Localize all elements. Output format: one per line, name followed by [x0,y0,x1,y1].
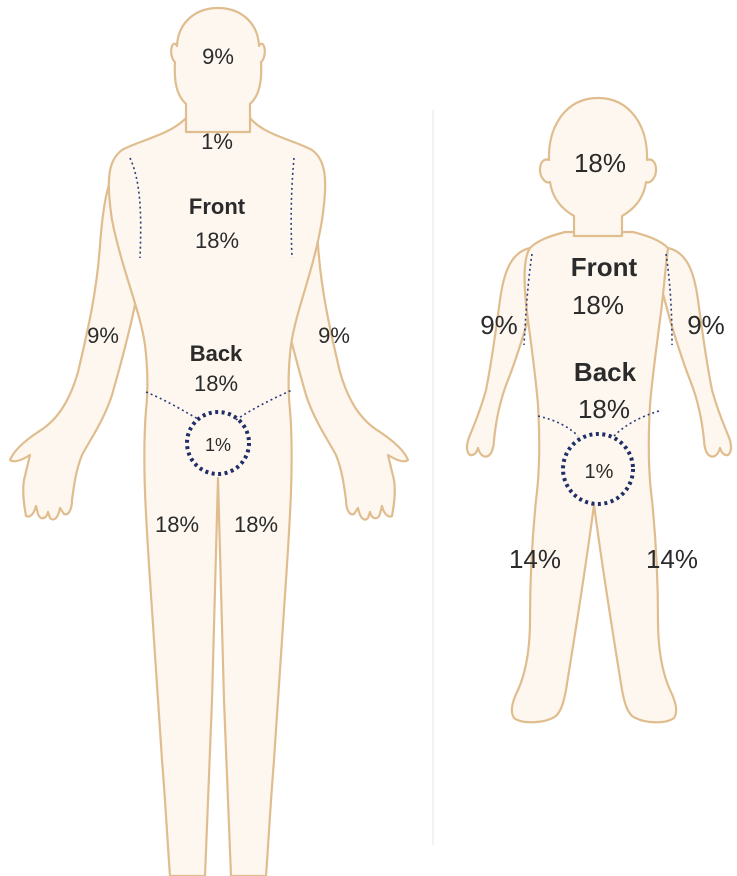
child-back-percent: 18% [578,394,630,424]
adult-neck-percent: 1% [201,129,233,154]
adult-left-arm-percent: 9% [87,323,119,348]
adult-groin-percent: 1% [205,435,231,455]
child-front-title: Front [571,252,638,282]
adult-back-percent: 18% [194,371,238,396]
child-right-leg-percent: 14% [646,544,698,574]
adult-head-percent: 9% [202,44,234,69]
child-left-leg-percent: 14% [509,544,561,574]
adult-head [171,8,265,132]
child-front-percent: 18% [572,290,624,320]
adult-right-leg-percent: 18% [234,512,278,537]
adult-left-leg-percent: 18% [155,512,199,537]
adult-right-arm-percent: 9% [318,323,350,348]
child-back-title: Back [574,357,637,387]
child-head-percent: 18% [574,148,626,178]
child-groin-percent: 1% [585,461,614,483]
adult-front-percent: 18% [195,228,239,253]
child-right-arm [662,248,731,457]
adult-front-title: Front [189,194,246,219]
adult-back-title: Back [190,341,243,366]
child-right-arm-percent: 9% [687,310,725,340]
child-left-arm-percent: 9% [480,310,518,340]
